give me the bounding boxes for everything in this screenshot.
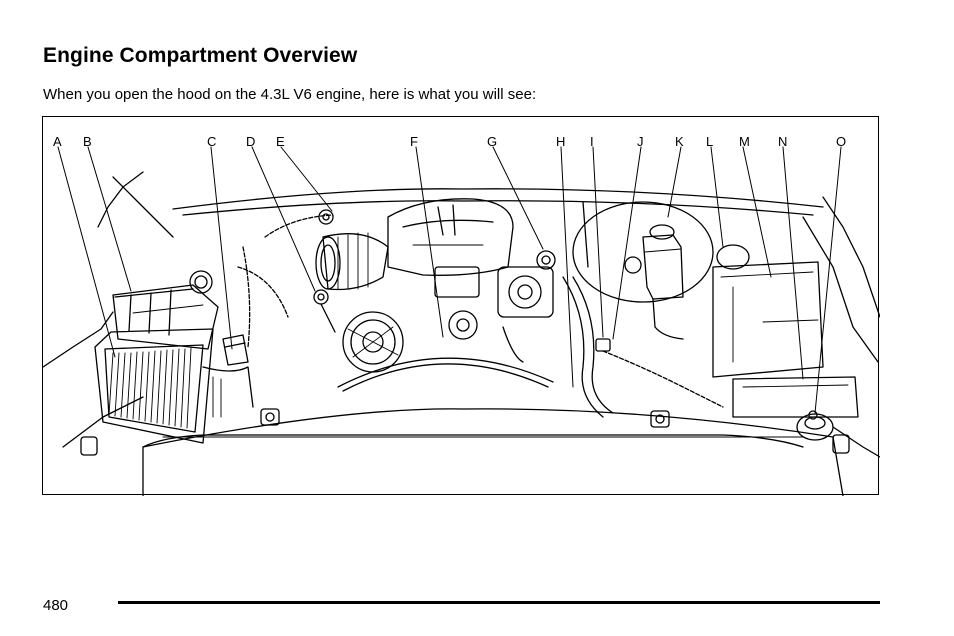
windshield-washer-tank (732, 376, 859, 418)
callout-g: G (487, 134, 497, 149)
callout-a: A (53, 134, 62, 149)
callout-d: D (246, 134, 255, 149)
battery (112, 270, 219, 350)
callout-o: O (836, 134, 846, 149)
coolant-recovery-tank (712, 261, 824, 378)
page-title: Engine Compartment Overview (43, 44, 358, 67)
upper-radiator-hose (562, 201, 614, 418)
brake-booster (572, 201, 750, 303)
callout-l: L (706, 134, 713, 149)
brake-fluid-reservoir (624, 224, 684, 340)
alternator (342, 311, 404, 373)
footer-rule (118, 601, 880, 604)
callout-e: E (276, 134, 285, 149)
callout-c: C (207, 134, 216, 149)
callout-k: K (675, 134, 684, 149)
air-cleaner-housing (94, 328, 214, 444)
callout-i: I (590, 134, 594, 149)
callout-j: J (637, 134, 644, 149)
page-number: 480 (43, 597, 69, 614)
engine-compartment-illustration: A B C D E F G H I J K L M N O (42, 116, 880, 496)
callout-f: F (410, 134, 418, 149)
intro-paragraph: When you open the hood on the 4.3L V6 en… (43, 86, 537, 103)
wiring-harness-left (237, 214, 334, 348)
callout-leaders (57, 146, 842, 414)
callout-m: M (739, 134, 750, 149)
fender-outline (43, 171, 880, 458)
intake-manifold (387, 198, 514, 298)
power-steering-pump (497, 250, 556, 363)
callout-h: H (556, 134, 565, 149)
callout-n: N (778, 134, 787, 149)
fan-shroud (337, 310, 554, 392)
callout-labels: A B C D E F G H I J K L M N O (53, 134, 846, 149)
callout-b: B (83, 134, 92, 149)
underhood-fuse-block (202, 334, 254, 418)
air-intake-duct (313, 209, 389, 333)
washer-fluid-cap (796, 410, 834, 441)
radiator-support (80, 408, 850, 496)
wiring-connector (595, 338, 724, 408)
